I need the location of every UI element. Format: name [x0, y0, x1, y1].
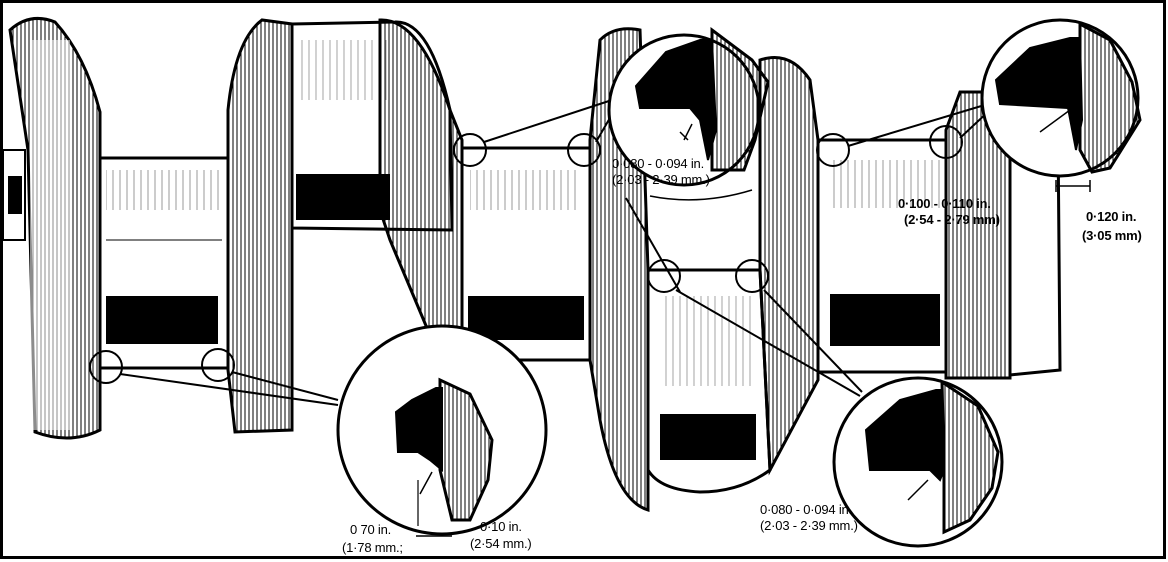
detail-bottom-right	[832, 376, 1004, 548]
bottom-left-a-mm-label: (1·78 mm.;	[342, 540, 403, 555]
bottom-left-b-in-label: 0·10 in.	[480, 519, 522, 534]
main-journal-2	[460, 146, 592, 362]
top-fillet-in-label: 0·080 - 0·094 in.	[612, 156, 704, 171]
fillet-marker	[735, 259, 769, 293]
main-journal-3	[816, 138, 948, 374]
bottom-left-a-in-label: 0 70 in.	[350, 522, 392, 537]
crank-web-2	[226, 18, 294, 434]
fillet-marker	[647, 259, 681, 293]
fillet-marker	[816, 133, 850, 167]
fillet-marker	[929, 125, 963, 159]
fillet-marker	[567, 133, 601, 167]
detail-bottom-left	[336, 324, 548, 537]
bottom-left-b-mm-label: (2·54 mm.)	[470, 536, 532, 551]
bottom-right-in-label: 0·080 - 0·094 in.	[760, 502, 852, 517]
bottom-right-mm-label: (2·03 - 2·39 mm.)	[760, 518, 858, 533]
fillet-marker	[201, 348, 235, 382]
crank-web-5	[758, 56, 820, 476]
right-fillet-mm-label: (2·54 - 2·79 mm)	[904, 212, 1000, 227]
main-journal-1	[98, 156, 230, 370]
left-end-stub	[2, 149, 26, 241]
rear-flange	[944, 90, 1062, 380]
crank-web-1	[8, 16, 102, 440]
right-width-mm-label: (3·05 mm)	[1082, 228, 1142, 243]
right-fillet-in-label: 0·100 - 0·110 in.	[898, 196, 991, 211]
detail-top	[607, 27, 770, 187]
fillet-marker	[453, 133, 487, 167]
detail-right	[980, 18, 1142, 192]
crankpin-2	[646, 268, 772, 494]
fillet-marker	[89, 350, 123, 384]
right-width-in-label: 0·120 in.	[1086, 209, 1137, 224]
crank-web-3	[378, 18, 464, 347]
top-fillet-mm-label: (2·03 - 2·39 mm.)	[612, 172, 710, 187]
